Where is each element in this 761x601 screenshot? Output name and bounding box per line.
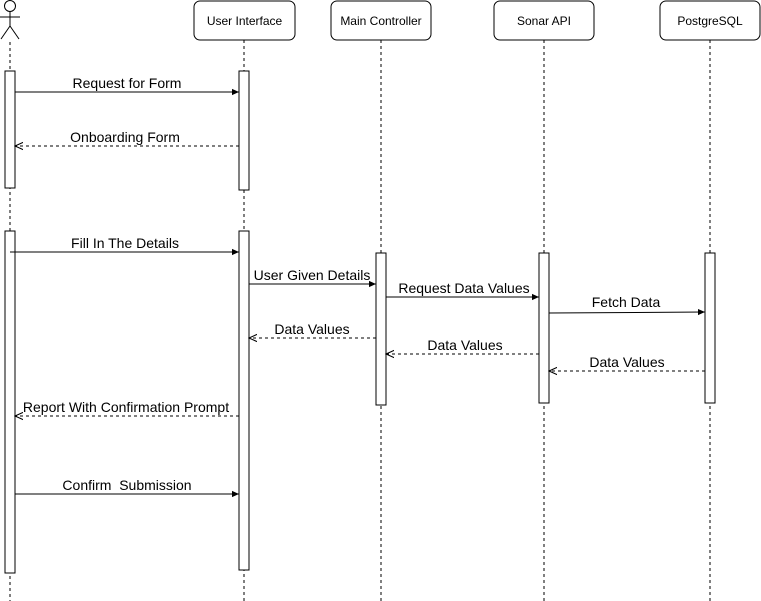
message-request-for-form: Request for Form bbox=[15, 75, 239, 96]
participant-db-label: PostgreSQL bbox=[677, 14, 743, 28]
activation-controller bbox=[375, 252, 387, 406]
message-label: Confirm Submission bbox=[62, 477, 191, 493]
message-user-given-details: User Given Details bbox=[249, 267, 376, 288]
messages: Request for Form Onboarding Form Fill In… bbox=[10, 75, 706, 498]
activation-actor-1 bbox=[4, 70, 16, 189]
participant-sonar: Sonar API bbox=[493, 0, 595, 41]
message-report-confirmation: Report With Confirmation Prompt bbox=[15, 399, 239, 416]
message-data-values-controller-ui: Data Values bbox=[249, 321, 376, 338]
message-label: Request for Form bbox=[73, 75, 182, 91]
message-data-values-db-sonar: Data Values bbox=[549, 354, 705, 371]
message-label: Onboarding Form bbox=[70, 129, 180, 145]
participant-ui: User Interface bbox=[193, 0, 296, 41]
lifelines bbox=[9, 40, 711, 601]
message-data-values-sonar-controller: Data Values bbox=[386, 337, 539, 354]
message-label: Data Values bbox=[589, 354, 664, 370]
message-label: Data Values bbox=[427, 337, 502, 353]
message-label: Data Values bbox=[274, 321, 349, 337]
message-label: Fill In The Details bbox=[71, 235, 179, 251]
participant-sonar-label: Sonar API bbox=[517, 14, 571, 28]
activations bbox=[4, 70, 716, 574]
activation-sonar bbox=[538, 252, 550, 404]
message-label: Fetch Data bbox=[592, 294, 661, 310]
participant-controller: Main Controller bbox=[330, 0, 432, 41]
message-fetch-data: Fetch Data bbox=[548, 294, 706, 316]
activation-ui-2 bbox=[238, 230, 250, 571]
activation-actor-2 bbox=[4, 230, 16, 574]
activation-db bbox=[704, 252, 716, 404]
participant-controller-label: Main Controller bbox=[340, 14, 421, 28]
activation-ui-1 bbox=[238, 70, 250, 191]
message-confirm-submission: Confirm Submission bbox=[15, 477, 239, 498]
participant-db: PostgreSQL bbox=[659, 0, 761, 41]
stick-figure-icon bbox=[0, 0, 20, 40]
participant-ui-label: User Interface bbox=[207, 14, 283, 28]
message-label: Request Data Values bbox=[398, 280, 529, 296]
message-label: Report With Confirmation Prompt bbox=[23, 399, 229, 415]
message-label: User Given Details bbox=[254, 267, 371, 283]
message-onboarding-form: Onboarding Form bbox=[15, 129, 239, 146]
message-fill-in-details: Fill In The Details bbox=[10, 235, 239, 256]
message-request-data-values: Request Data Values bbox=[386, 280, 539, 301]
